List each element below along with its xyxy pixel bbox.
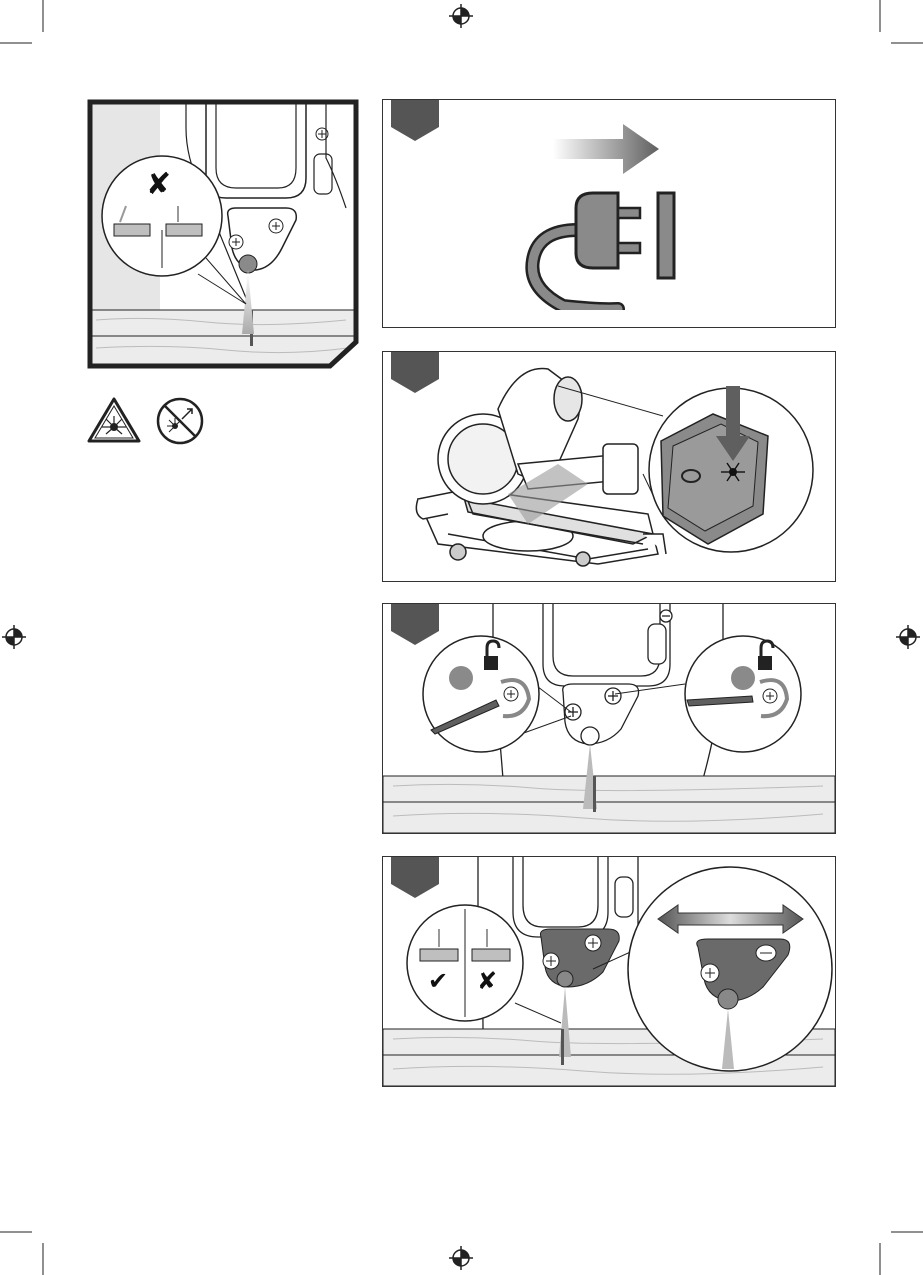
registration-mark-bottom <box>449 1246 473 1270</box>
step-1-panel <box>382 99 836 328</box>
check-mark: ✔ <box>428 967 448 995</box>
step-4-panel: ✔ ✘ <box>382 856 836 1087</box>
registration-mark-left <box>2 625 26 649</box>
overview-cross-mark: ✘ <box>146 167 171 202</box>
step-3-panel <box>382 603 836 834</box>
cross-mark: ✘ <box>477 967 497 995</box>
overview-panel: ✘ <box>86 98 360 370</box>
laser-switch-detail <box>543 366 833 581</box>
arrow-right-icon <box>553 124 663 174</box>
unlock-detail-left <box>421 634 621 754</box>
unlock-detail-right <box>615 634 805 754</box>
registration-mark-right <box>896 625 920 649</box>
step-tab <box>391 856 439 898</box>
step-2-panel <box>382 351 836 582</box>
power-plug-icon <box>518 188 698 310</box>
registration-mark-top <box>449 4 473 28</box>
bracket-adjust-detail <box>588 859 833 1084</box>
laser-warning-icon <box>86 396 142 444</box>
step-tab <box>391 99 439 141</box>
no-stare-into-beam-icon <box>155 396 205 446</box>
